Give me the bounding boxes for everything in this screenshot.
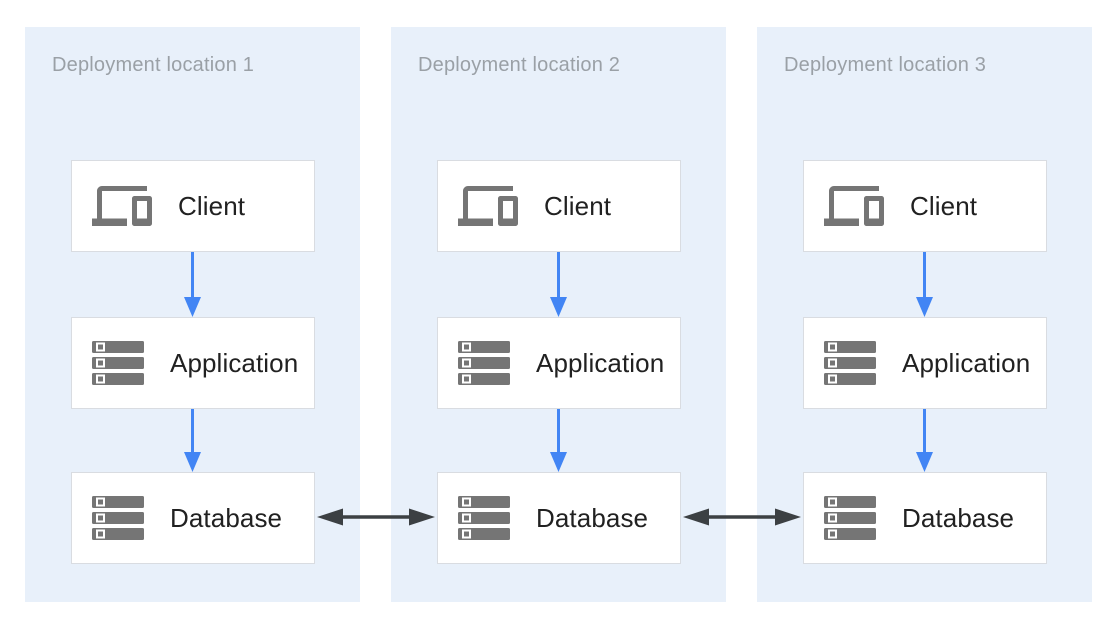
flow-arrow-client-to-application-2 xyxy=(550,252,567,317)
client-node: Client xyxy=(71,160,315,252)
server-stack-icon xyxy=(824,496,876,540)
devices-icon xyxy=(92,186,152,226)
devices-icon xyxy=(824,186,884,226)
devices-icon xyxy=(458,186,518,226)
application-node: Application xyxy=(437,317,681,409)
node-label: Client xyxy=(910,190,978,221)
node-label: Application xyxy=(902,347,1031,378)
flow-arrow-client-to-application-1 xyxy=(184,252,201,317)
server-stack-icon xyxy=(824,341,876,385)
node-label: Database xyxy=(902,502,1015,533)
node-label: Database xyxy=(536,502,649,533)
database-node: Database xyxy=(437,472,681,564)
deployment-location-1-panel: Deployment location 1 Client App xyxy=(25,27,360,602)
panel-title: Deployment location 3 xyxy=(784,54,987,76)
panel-title: Deployment location 2 xyxy=(418,54,621,76)
replication-arrow-database1-database2 xyxy=(317,508,435,526)
replication-arrow-database2-database3 xyxy=(683,508,801,526)
node-label: Database xyxy=(170,502,283,533)
flow-arrow-application-to-database-3 xyxy=(916,409,933,472)
client-node: Client xyxy=(803,160,1047,252)
node-label: Application xyxy=(170,347,299,378)
node-label: Client xyxy=(178,190,246,221)
node-label: Application xyxy=(536,347,665,378)
application-node: Application xyxy=(803,317,1047,409)
database-node: Database xyxy=(803,472,1047,564)
database-node: Database xyxy=(71,472,315,564)
panel-title: Deployment location 1 xyxy=(52,54,255,76)
application-node: Application xyxy=(71,317,315,409)
client-node: Client xyxy=(437,160,681,252)
server-stack-icon xyxy=(92,341,144,385)
server-stack-icon xyxy=(458,496,510,540)
flow-arrow-application-to-database-2 xyxy=(550,409,567,472)
flow-arrow-client-to-application-3 xyxy=(916,252,933,317)
server-stack-icon xyxy=(92,496,144,540)
node-label: Client xyxy=(544,190,612,221)
server-stack-icon xyxy=(458,341,510,385)
flow-arrow-application-to-database-1 xyxy=(184,409,201,472)
